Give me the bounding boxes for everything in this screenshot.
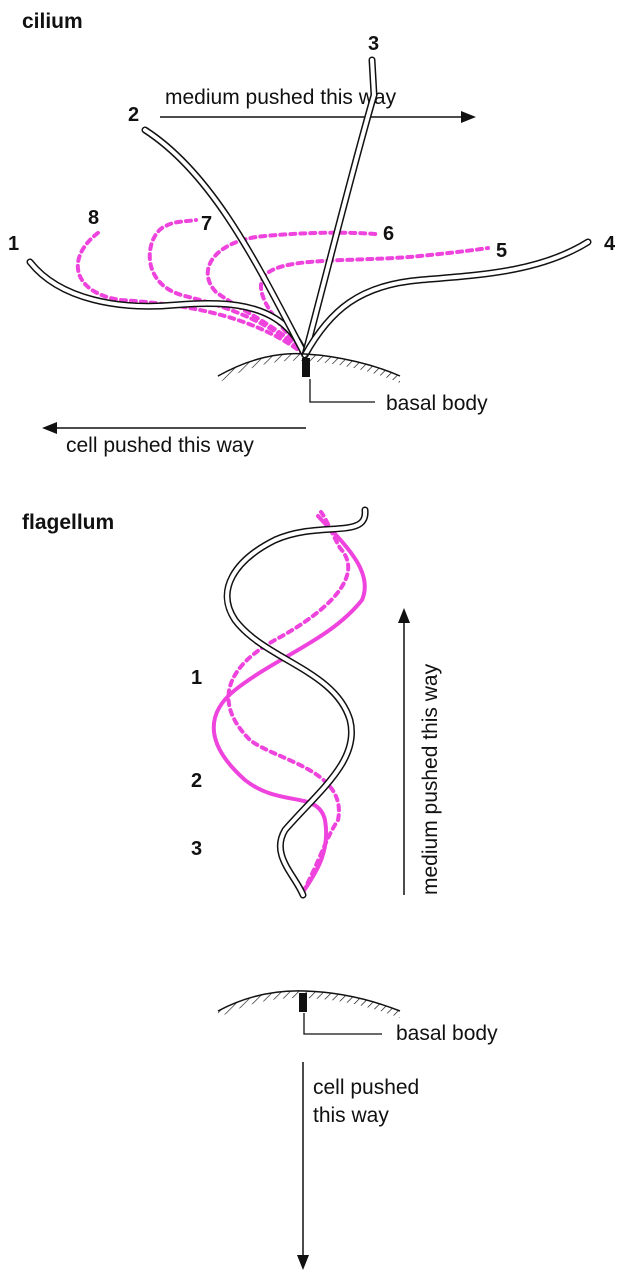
flagellum-position-2-label: 2	[191, 770, 202, 792]
cilium-basal-label: basal body	[386, 392, 488, 415]
cilium-medium-label: medium pushed this way	[165, 86, 397, 109]
flagellum-medium-label: medium pushed this way	[419, 663, 442, 895]
flagellum-cell-label-line2: this way	[313, 1104, 389, 1127]
flagellum-position-2-curve	[228, 512, 348, 892]
cilium-cell-arrow	[42, 422, 306, 434]
cilium-position-6-label: 6	[383, 223, 394, 245]
flagellum-position-3-label: 3	[191, 838, 202, 860]
flagellum-cell-label-line1: cell pushed	[313, 1076, 419, 1099]
flagellum-title: flagellum	[22, 511, 114, 534]
cilium-position-1-label: 1	[8, 233, 19, 255]
cilium-medium-arrow	[160, 111, 476, 123]
cilium-position-7-curve	[150, 220, 305, 355]
cilium-basal-body	[302, 358, 310, 377]
cilium-position-8-label: 8	[88, 207, 99, 229]
cilium-title: cilium	[22, 10, 83, 33]
flagellum-cell-surface	[218, 991, 400, 1018]
cilium-position-4-label: 4	[604, 233, 616, 255]
cilium-position-3-label: 3	[368, 33, 379, 55]
cilium-panel: cilium medium pushed this way 1 2	[8, 10, 616, 457]
cilium-position-2-label: 2	[128, 104, 139, 126]
flagellum-position-1-curve	[227, 510, 365, 895]
flagellum-panel: flagellum 1 2 3 medium pushed this way b…	[22, 510, 498, 1270]
cilium-position-7-label: 7	[201, 213, 212, 235]
flagellum-basal-body	[299, 993, 307, 1012]
cilium-position-5-label: 5	[496, 240, 507, 262]
cilium-cell-label: cell pushed this way	[66, 434, 254, 457]
flagellum-cell-arrow	[297, 1062, 309, 1270]
flagellum-basal-label: basal body	[396, 1022, 498, 1045]
flagellum-position-1-label: 1	[191, 667, 202, 689]
cilium-basal-pointer	[310, 379, 375, 402]
flagellum-basal-pointer	[304, 1013, 382, 1034]
flagellum-medium-arrow	[398, 608, 410, 895]
